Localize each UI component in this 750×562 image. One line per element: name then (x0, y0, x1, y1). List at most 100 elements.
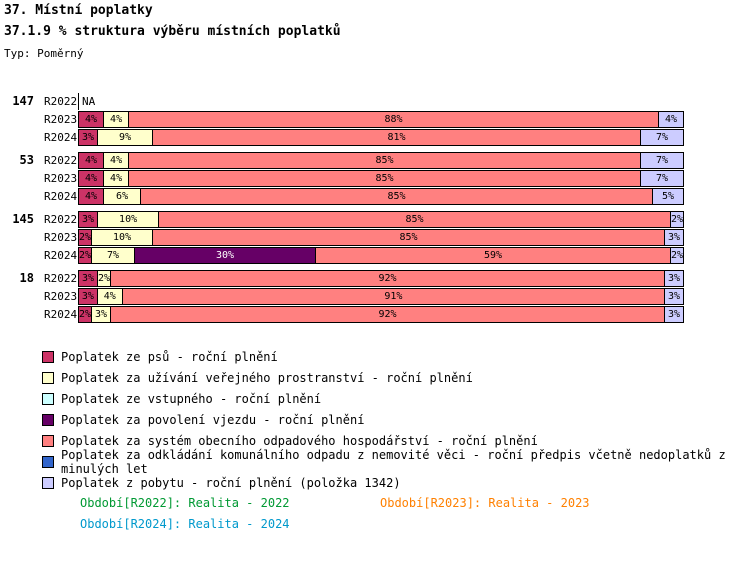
page-subtitle: 37.1.9 % struktura výběru místních popla… (4, 24, 341, 39)
bar-segment-prostranstvi: 7% (91, 247, 134, 263)
bar-segment-odpad_system: 91% (121, 288, 665, 304)
legend-swatch-pobyt (42, 476, 54, 489)
legend-swatch-odpad_vec (42, 455, 54, 468)
bar-segment-pobyt: 7% (639, 152, 683, 168)
bar-segment-prostranstvi: 4% (96, 288, 122, 304)
bar-segment-odpad_system: 85% (158, 211, 670, 227)
na-value: NA (78, 92, 95, 110)
bar-segment-psi: 4% (79, 152, 104, 168)
legend-swatch-prostranstvi (42, 371, 54, 384)
bar-segment-odpad_system: 92% (110, 270, 664, 286)
bar-segment-psi: 4% (79, 111, 104, 127)
period-note-2023: Období[R2023]: Realita - 2023 (380, 496, 590, 510)
group-label: 147 (12, 94, 34, 108)
period-label: R2024 (44, 130, 78, 144)
period-label: R2022 (44, 271, 78, 285)
bar-segment-prostranstvi: 10% (91, 229, 153, 245)
bar-segment-odpad_system: 85% (128, 170, 640, 186)
stacked-bar: 3%10%85%2% (78, 210, 684, 228)
period-label: R2023 (44, 171, 78, 185)
period-label: R2022 (44, 212, 78, 226)
bar-segment-prostranstvi: 3% (91, 306, 111, 322)
bar-segment-pobyt: 3% (664, 288, 683, 304)
bar-segment-prostranstvi: 4% (103, 170, 129, 186)
legend-swatch-psi (42, 350, 54, 363)
legend-label: Poplatek z pobytu - roční plnění (položk… (61, 475, 401, 490)
bar-segment-psi: 3% (79, 288, 97, 304)
bar-segment-pobyt: 3% (663, 270, 683, 286)
period-label: R2022 (44, 153, 78, 167)
legend-item: Poplatek ze vstupného - roční plnění (42, 388, 750, 409)
bar-segment-odpad_system: 88% (128, 111, 658, 127)
stacked-bar: 4%6%85%5% (78, 187, 684, 205)
bar-segment-prostranstvi: 10% (97, 211, 159, 227)
legend-item: Poplatek za systém obecního odpadového h… (42, 430, 750, 451)
bar-segment-prostranstvi: 2% (97, 270, 111, 286)
legend-label: Poplatek za povolení vjezdu - roční plně… (61, 412, 365, 427)
bar-segment-psi: 3% (79, 270, 98, 286)
bar-segment-prostranstvi: 4% (103, 111, 129, 127)
bar-segment-prostranstvi: 4% (103, 152, 129, 168)
bar-segment-pobyt: 7% (639, 170, 683, 186)
stacked-bar: 4%4%88%4% (78, 110, 684, 128)
stacked-bar: 4%4%85%7% (78, 169, 684, 187)
legend-label: Poplatek za užívání veřejného prostranst… (61, 370, 473, 385)
group-label: 53 (19, 153, 34, 167)
stacked-bar: 3%2%92%3% (78, 269, 684, 287)
bar-segment-odpad_system: 81% (152, 129, 640, 145)
bar-segment-pobyt: 7% (639, 129, 683, 145)
legend-item: Poplatek za užívání veřejného prostranst… (42, 367, 750, 388)
period-label: R2024 (44, 307, 78, 321)
stacked-bar: 3%4%91%3% (78, 287, 684, 305)
bar-segment-pobyt: 3% (663, 229, 683, 245)
period-label: R2024 (44, 189, 78, 203)
bar-segment-psi: 3% (79, 129, 98, 145)
bar-segment-psi: 4% (79, 170, 104, 186)
group-label: 18 (19, 271, 34, 285)
legend-item: Poplatek z pobytu - roční plnění (položk… (42, 472, 750, 493)
bar-segment-odpad_system: 92% (110, 306, 664, 322)
legend-label: Poplatek za odkládání komunálního odpadu… (61, 447, 726, 476)
period-label: R2022 (44, 94, 78, 108)
legend-item: Poplatek za povolení vjezdu - roční plně… (42, 409, 750, 430)
legend-label: Poplatek ze vstupného - roční plnění (61, 391, 322, 406)
bar-segment-odpad_system: 85% (152, 229, 664, 245)
bar-segment-psi: 2% (78, 247, 92, 263)
bar-segment-pobyt: 5% (651, 188, 683, 204)
legend-item: Poplatek ze psů - roční plnění (42, 346, 750, 367)
group-label: 145 (12, 212, 34, 226)
bar-segment-pobyt: 2% (670, 247, 684, 263)
stacked-bar: 2%7%30%59%2% (78, 246, 684, 264)
bar-segment-prostranstvi: 9% (97, 129, 153, 145)
period-label: R2023 (44, 230, 78, 244)
bar-segment-psi: 2% (78, 306, 92, 322)
period-label: R2024 (44, 248, 78, 262)
stacked-bar: 2%3%92%3% (78, 305, 684, 323)
bar-segment-pobyt: 4% (657, 111, 684, 127)
stacked-bar: 4%4%85%7% (78, 151, 684, 169)
bar-segment-psi: 3% (79, 211, 98, 227)
chart-type-label: Typ: Poměrný (4, 47, 84, 60)
period-label: R2023 (44, 289, 78, 303)
stacked-bar: 3%9%81%7% (78, 128, 684, 146)
bar-segment-pobyt: 3% (663, 306, 683, 322)
legend-swatch-odpad_system (42, 434, 54, 447)
stacked-bar: 2%10%85%3% (78, 228, 684, 246)
bar-segment-odpad_system: 85% (128, 152, 640, 168)
